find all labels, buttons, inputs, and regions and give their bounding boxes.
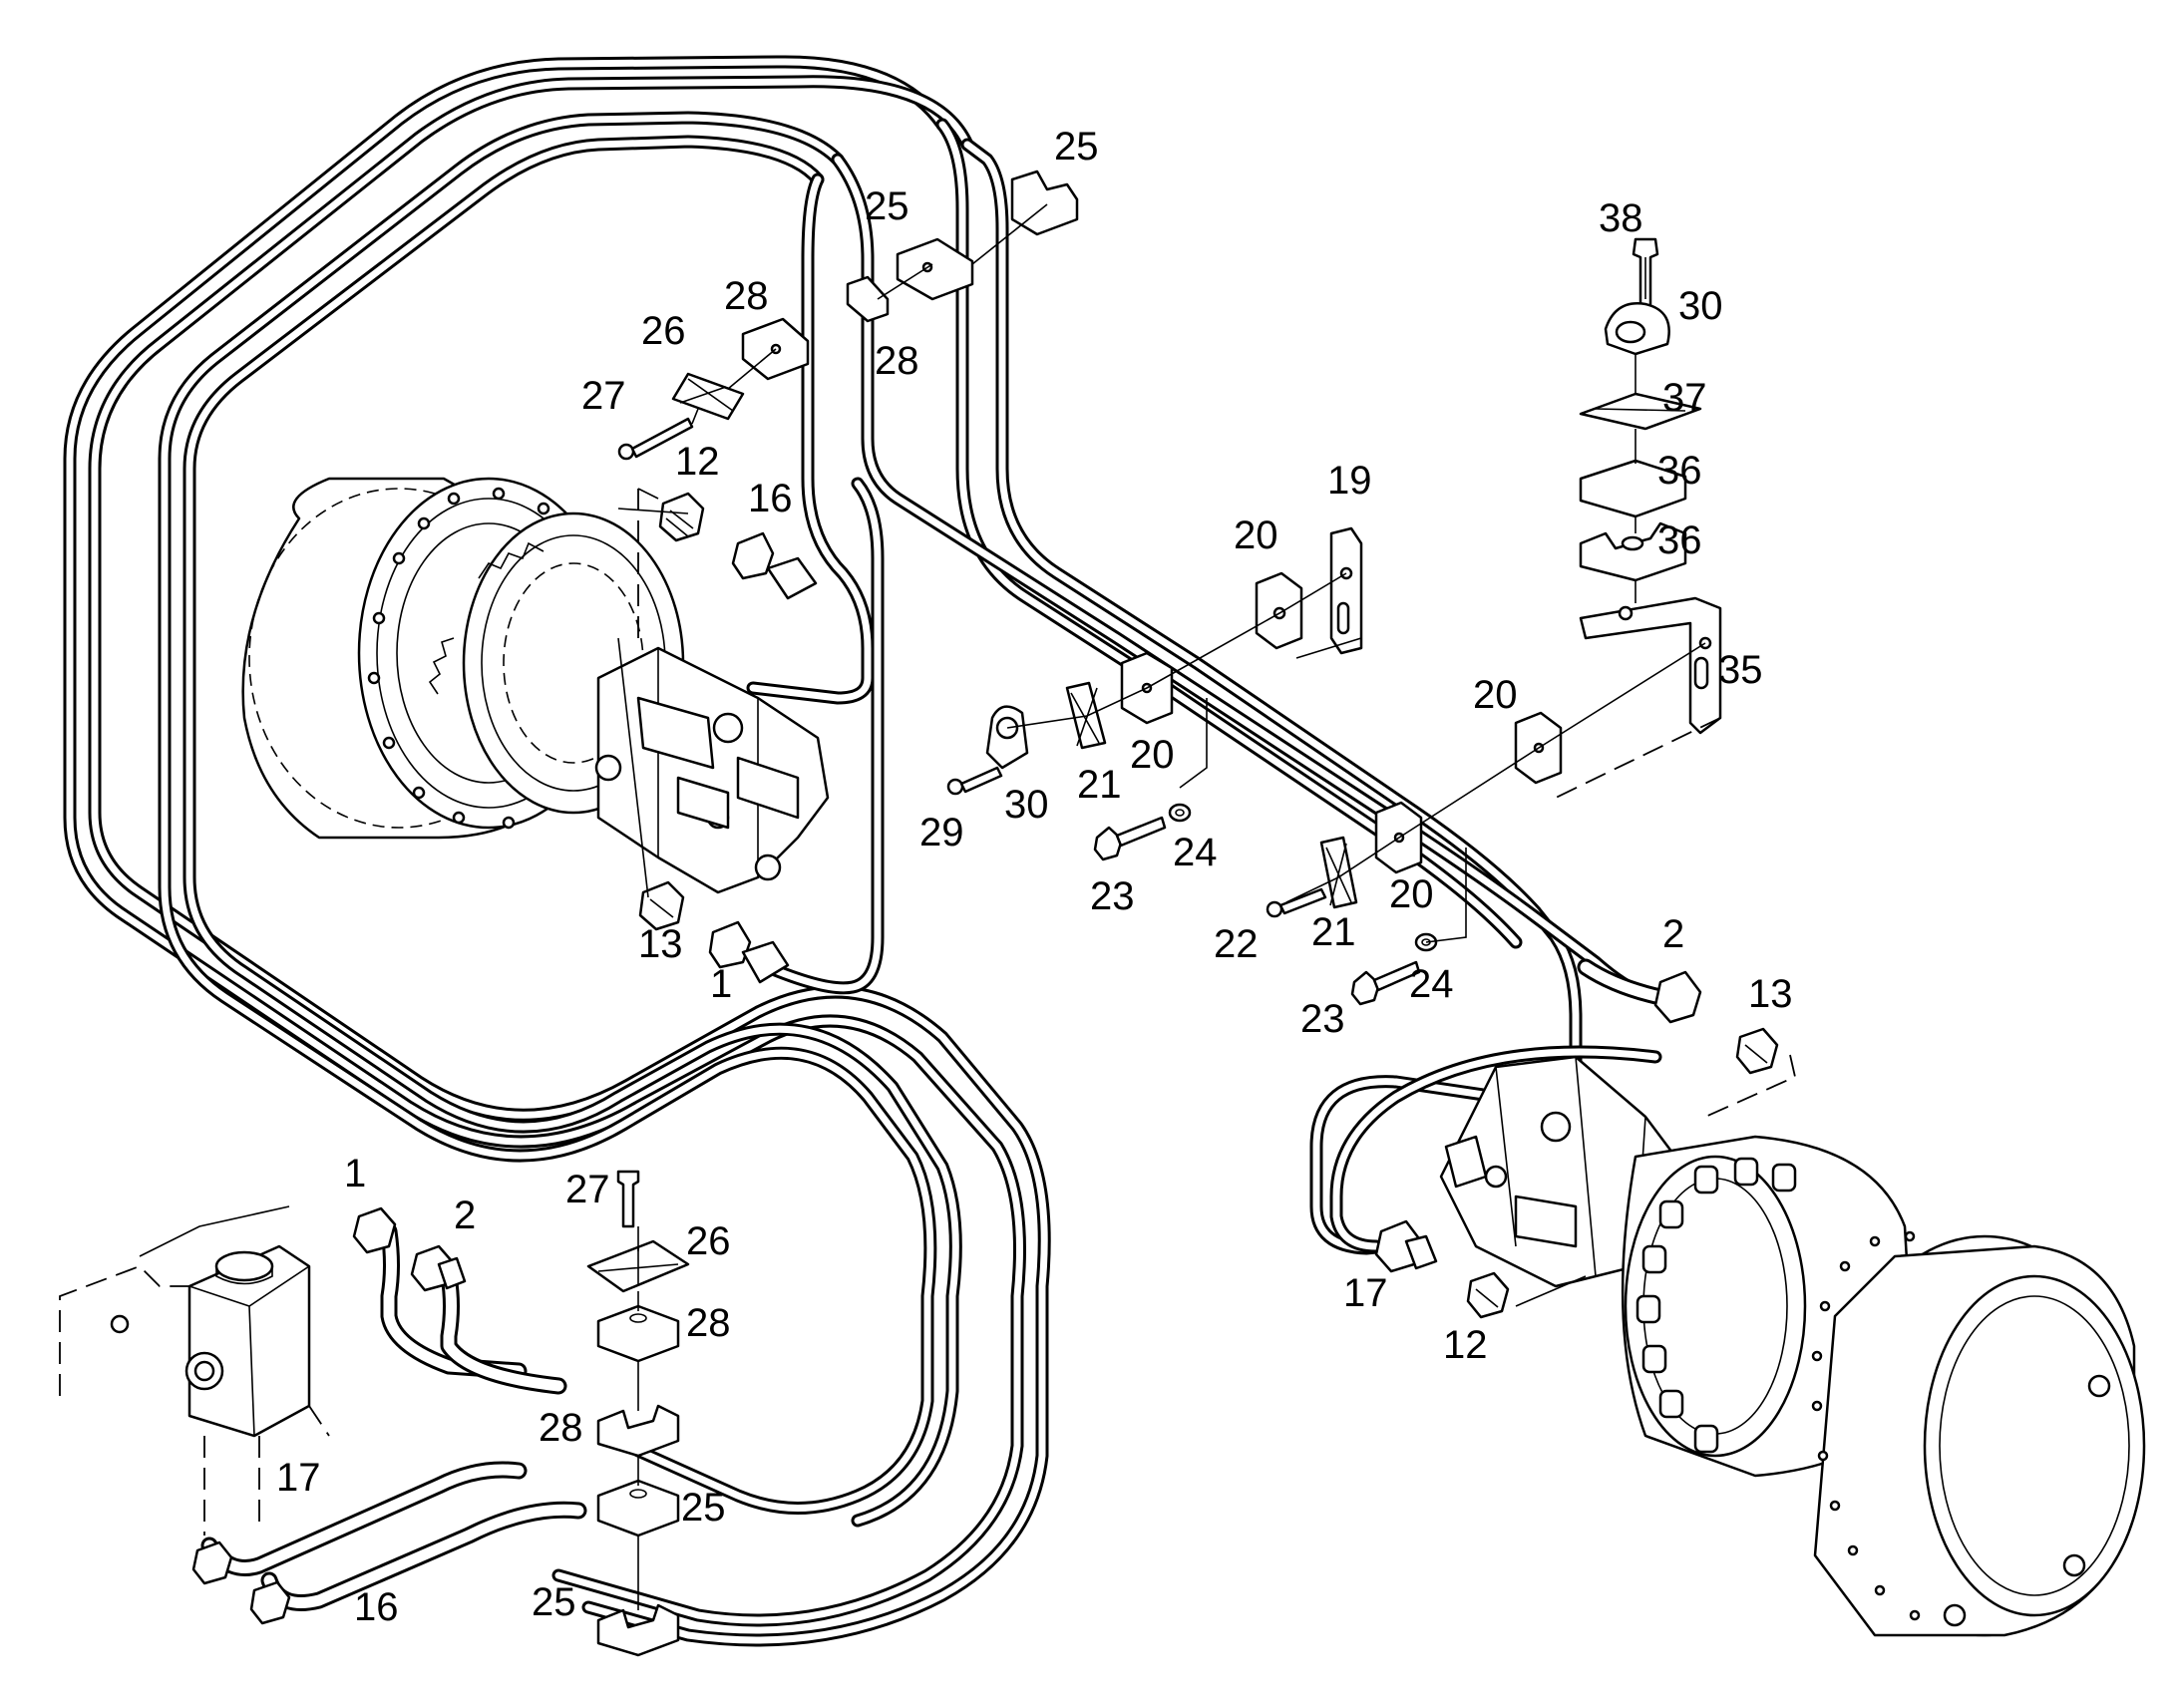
callout-20-upper: 20 <box>1234 513 1278 557</box>
callout-28-top: 28 <box>724 274 769 318</box>
callout-29: 29 <box>919 811 964 854</box>
callout-16-top: 16 <box>748 477 793 520</box>
callout-25-bottom: 25 <box>681 1486 726 1530</box>
callout-26-top: 26 <box>641 309 686 353</box>
callout-19: 19 <box>1327 459 1372 503</box>
callout-26-bottom: 26 <box>686 1219 731 1263</box>
callout-37: 37 <box>1662 376 1707 420</box>
callout-28-top-right: 28 <box>875 339 919 383</box>
callout-17-right: 17 <box>1343 1271 1388 1315</box>
callout-23-upper: 23 <box>1090 874 1135 918</box>
callout-38: 38 <box>1599 196 1643 240</box>
callout-25-top-right: 25 <box>1054 125 1099 169</box>
callout-25-bottom-lower: 25 <box>532 1580 576 1624</box>
callout-12-top: 12 <box>675 440 720 484</box>
callout-2-right: 2 <box>1662 912 1684 956</box>
fittings <box>191 492 1779 1625</box>
clamps-and-brackets <box>586 170 1722 1657</box>
right-travel-motor <box>1439 1055 2146 1637</box>
callout-24-upper: 24 <box>1173 831 1218 874</box>
callout-22: 22 <box>1214 922 1259 966</box>
hydraulic-tank <box>59 1205 330 1536</box>
callout-20-right: 20 <box>1473 673 1518 717</box>
callout-21-upper: 21 <box>1077 763 1122 807</box>
callout-28-bottom-lower: 28 <box>539 1406 583 1450</box>
leader-lines <box>617 203 1797 1610</box>
right-hose-17 <box>1329 1045 1662 1253</box>
callout-1-left: 1 <box>710 962 732 1006</box>
callout-20-center: 20 <box>1130 733 1175 777</box>
callout-23-lower: 23 <box>1300 997 1345 1041</box>
callout-16-tank: 16 <box>354 1585 399 1629</box>
right-hose-2 <box>1577 958 1669 1006</box>
callout-labels: 25 25 28 28 26 27 12 16 13 1 19 20 20 21… <box>276 125 1793 1629</box>
callout-35: 35 <box>1718 648 1763 692</box>
callout-27-top: 27 <box>581 374 626 418</box>
callout-1-tank: 1 <box>344 1152 366 1196</box>
callout-25-top: 25 <box>865 184 909 228</box>
callout-13-right: 13 <box>1748 972 1793 1016</box>
callout-17-tank: 17 <box>276 1456 321 1500</box>
callout-27-bottom: 27 <box>565 1168 610 1211</box>
callout-36-lower: 36 <box>1657 518 1702 562</box>
callout-12-right: 12 <box>1443 1323 1488 1367</box>
left-travel-motor <box>241 477 830 894</box>
callout-30-right: 30 <box>1678 284 1723 328</box>
callout-28-bottom: 28 <box>686 1301 731 1345</box>
callout-2-tank: 2 <box>454 1194 476 1237</box>
callout-36-upper: 36 <box>1657 449 1702 493</box>
callout-30-center: 30 <box>1004 783 1049 827</box>
callout-21-lower: 21 <box>1311 910 1356 954</box>
callout-24-lower: 24 <box>1409 962 1454 1006</box>
callout-20-lower: 20 <box>1389 872 1434 916</box>
callout-13-left: 13 <box>638 922 683 966</box>
